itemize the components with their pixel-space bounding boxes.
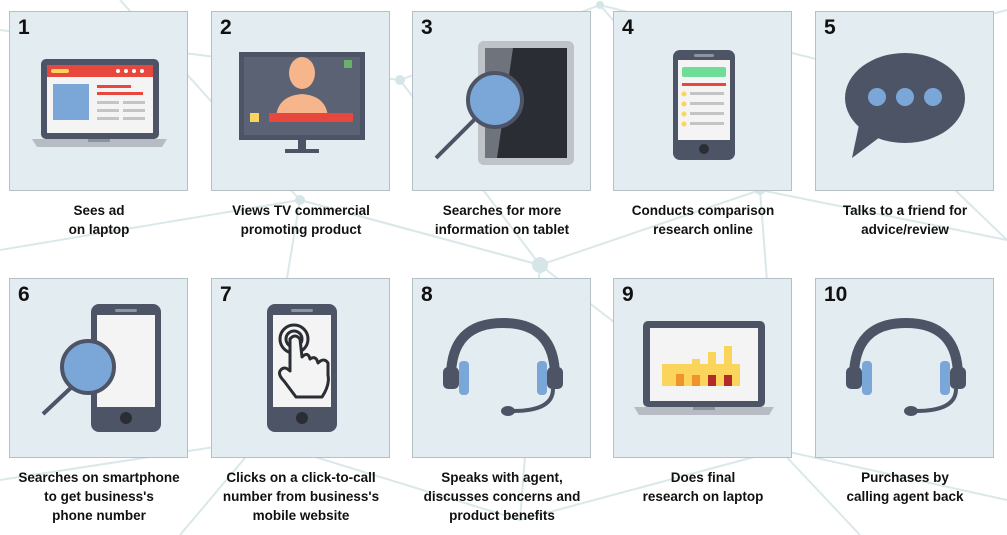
tap-phone-icon: [267, 304, 337, 432]
step-number: 6: [18, 283, 30, 306]
step-number: 1: [18, 16, 30, 39]
step-6-tile: 6: [9, 278, 188, 458]
headset-icon: [443, 317, 563, 416]
step-1-tile: 1: [9, 11, 188, 191]
step-number: 2: [220, 16, 232, 39]
step-8-caption: Speaks with agent,discusses concerns and…: [423, 470, 581, 523]
tablet-search-icon: [434, 41, 574, 165]
step-4-tile: 4: [613, 11, 792, 191]
laptop-ad-icon: [32, 59, 167, 147]
speech-bubble-icon: [845, 53, 965, 158]
laptop-chart-icon: [634, 321, 774, 415]
step-number: 10: [824, 283, 848, 306]
step-2-tile: 2: [211, 11, 390, 191]
step-number: 5: [824, 16, 836, 39]
phone-comparison-icon: [673, 50, 735, 160]
step-number: 4: [622, 16, 634, 39]
headset-icon: [846, 317, 966, 416]
smartphone-search-icon: [41, 304, 161, 432]
step-number: 3: [421, 16, 433, 39]
tv-commercial-icon: [239, 52, 365, 153]
step-10-tile: 10: [815, 278, 994, 458]
step-number: 7: [220, 283, 232, 306]
step-number: 9: [622, 283, 634, 306]
step-5-tile: 5: [815, 11, 994, 191]
step-number: 8: [421, 283, 433, 306]
step-7-tile: 7: [211, 278, 390, 458]
step-9-tile: 9: [613, 278, 792, 458]
step-8-tile: 8: [412, 278, 591, 458]
step-3-tile: 3: [412, 11, 591, 191]
